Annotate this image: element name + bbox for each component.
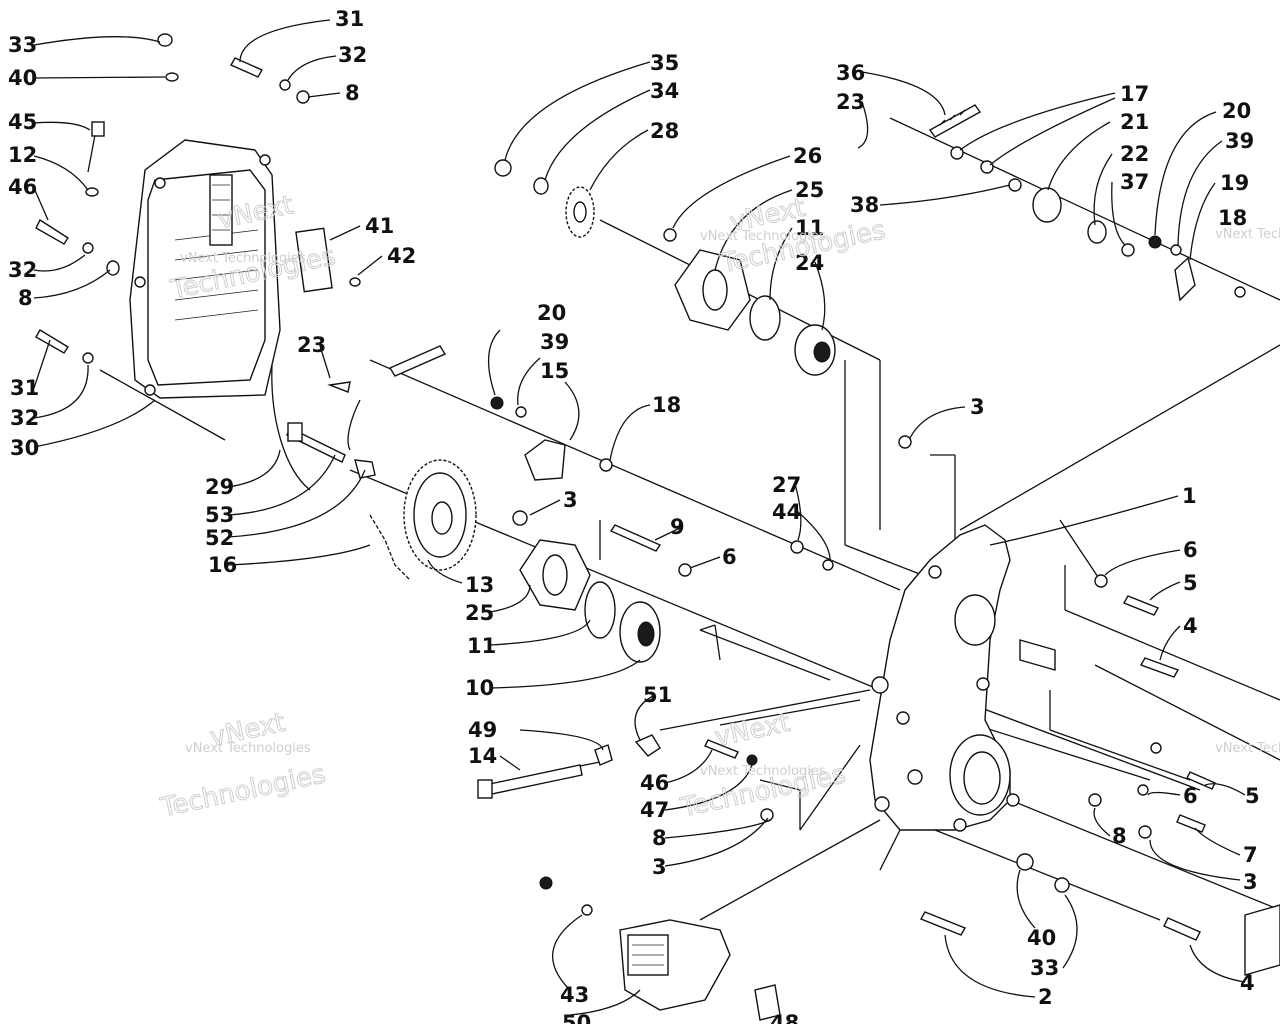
upper-bearing-assembly xyxy=(674,249,836,376)
callout-8: 8 xyxy=(1112,824,1127,848)
watermark-big-top: vNext xyxy=(712,708,793,753)
watermark-line: vNext Technologies xyxy=(185,741,311,756)
callout-13: 13 xyxy=(465,573,494,597)
tensioner-parts xyxy=(271,345,447,491)
callout-38: 38 xyxy=(850,193,879,217)
callout-6: 6 xyxy=(1183,538,1198,562)
chain-case-cover xyxy=(129,139,281,399)
watermark-big-bottom: Technologies xyxy=(157,759,328,823)
callout-33: 33 xyxy=(8,33,37,57)
callout-15: 15 xyxy=(540,359,569,383)
callout-23: 23 xyxy=(836,90,865,114)
callout-26: 26 xyxy=(793,144,822,168)
callout-4: 4 xyxy=(1240,971,1255,995)
callout-6: 6 xyxy=(1183,784,1198,808)
callout-32: 32 xyxy=(338,43,367,67)
callout-43: 43 xyxy=(560,983,589,1007)
callout-11: 11 xyxy=(467,634,496,658)
callout-41: 41 xyxy=(365,214,394,238)
callout-30: 30 xyxy=(10,436,39,460)
callout-52: 52 xyxy=(205,526,234,550)
callout-4: 4 xyxy=(1183,614,1198,638)
callout-19: 19 xyxy=(1220,171,1249,195)
callout-32: 32 xyxy=(10,406,39,430)
callout-46: 46 xyxy=(640,771,669,795)
callout-28: 28 xyxy=(650,119,679,143)
callout-44: 44 xyxy=(772,500,801,524)
callout-51: 51 xyxy=(643,683,672,707)
callout-23: 23 xyxy=(297,333,326,357)
drive-sprocket xyxy=(403,459,477,571)
watermark-line: vNext Technologies xyxy=(700,229,826,244)
brake-assembly xyxy=(619,919,781,1021)
callout-31: 31 xyxy=(10,376,39,400)
callout-5: 5 xyxy=(1245,784,1260,808)
callout-7: 7 xyxy=(1243,843,1258,867)
callout-29: 29 xyxy=(205,475,234,499)
watermark-line: vNext Technologies xyxy=(1215,741,1280,756)
callout-11: 11 xyxy=(795,216,824,240)
callout-5: 5 xyxy=(1183,571,1198,595)
callout-35: 35 xyxy=(650,51,679,75)
callout-6: 6 xyxy=(722,545,737,569)
callout-50: 50 xyxy=(562,1011,591,1024)
callout-33: 33 xyxy=(1030,956,1059,980)
drive-chain xyxy=(369,514,411,581)
callout-labels: 33 40 45 12 46 32 8 31 32 30 31 32 8 41 … xyxy=(8,7,1260,1024)
axis-lines xyxy=(99,117,1280,921)
cover-hardware xyxy=(35,33,361,364)
callout-46: 46 xyxy=(8,175,37,199)
callout-3: 3 xyxy=(970,395,985,419)
misc-hardware xyxy=(477,396,1280,976)
callout-12: 12 xyxy=(8,143,37,167)
callout-25: 25 xyxy=(795,178,824,202)
callout-3: 3 xyxy=(1243,870,1258,894)
callout-22: 22 xyxy=(1120,142,1149,166)
upper-gear xyxy=(494,159,677,242)
callout-48: 48 xyxy=(770,1011,799,1024)
callout-2: 2 xyxy=(1038,985,1053,1009)
watermark-line: vNext Technologies xyxy=(180,251,306,266)
callout-21: 21 xyxy=(1120,110,1149,134)
lower-bearing-assembly xyxy=(519,539,661,663)
callout-16: 16 xyxy=(208,553,237,577)
callout-39: 39 xyxy=(1225,129,1254,153)
callout-3: 3 xyxy=(652,855,667,879)
upper-right-shaft-parts xyxy=(928,104,1246,302)
callout-14: 14 xyxy=(468,744,497,768)
callout-40: 40 xyxy=(1027,926,1056,950)
callout-17: 17 xyxy=(1120,82,1149,106)
callout-31: 31 xyxy=(335,7,364,31)
watermark-line: vNext Technologies xyxy=(700,764,826,779)
callout-18: 18 xyxy=(652,393,681,417)
callout-39: 39 xyxy=(540,330,569,354)
watermark-line: vNext Technologies xyxy=(1215,227,1280,242)
callout-53: 53 xyxy=(205,503,234,527)
callout-20: 20 xyxy=(537,301,566,325)
callout-45: 45 xyxy=(8,110,37,134)
callout-36: 36 xyxy=(836,61,865,85)
callout-34: 34 xyxy=(650,79,679,103)
callout-3: 3 xyxy=(563,488,578,512)
callout-27: 27 xyxy=(772,473,801,497)
chain-case-housing xyxy=(869,524,1056,832)
callout-8: 8 xyxy=(18,286,33,310)
callout-8: 8 xyxy=(652,826,667,850)
callout-24: 24 xyxy=(795,251,824,275)
callout-42: 42 xyxy=(387,244,416,268)
callout-9: 9 xyxy=(670,515,685,539)
callout-37: 37 xyxy=(1120,170,1149,194)
callout-25: 25 xyxy=(465,601,494,625)
callout-20: 20 xyxy=(1222,99,1251,123)
callout-40: 40 xyxy=(8,66,37,90)
callout-18: 18 xyxy=(1218,206,1247,230)
callout-8: 8 xyxy=(345,81,360,105)
callout-47: 47 xyxy=(640,798,669,822)
callout-1: 1 xyxy=(1182,484,1197,508)
callout-32: 32 xyxy=(8,258,37,282)
callout-10: 10 xyxy=(465,676,494,700)
callout-49: 49 xyxy=(468,718,497,742)
